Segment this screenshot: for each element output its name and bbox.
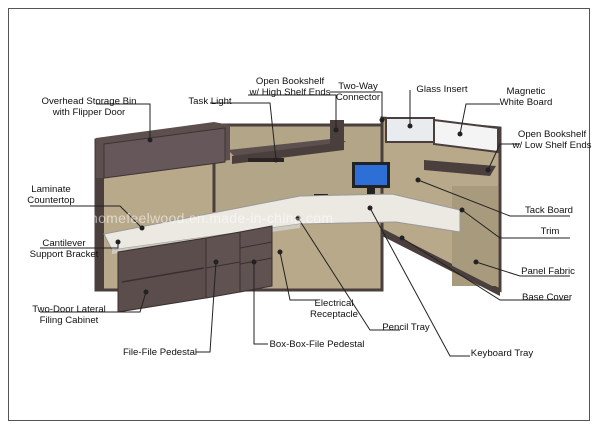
label-two-way-connector: Two-Way Connector [335,81,381,103]
label-panel-fabric: Panel Fabric [521,266,575,277]
label-electrical-receptacle: Electrical Receptacle [310,298,358,320]
label-glass-insert: Glass Insert [416,84,468,95]
label-trim: Trim [540,226,560,237]
label-pencil-tray: Pencil Tray [382,322,430,333]
label-laminate-countertop: Laminate Countertop [27,184,75,206]
label-two-door-lateral-filing-cabinet: Two-Door Lateral Filing Cabinet [32,304,106,326]
leader-dots [115,117,491,295]
label-base-cover: Base Cover [521,292,573,303]
overhead-storage-bin [96,122,230,179]
label-magnetic-white-board: Magnetic White Board [499,86,553,108]
label-open-bookshelf-low: Open Bookshelf w/ Low Shelf Ends [512,129,592,151]
label-keyboard-tray: Keyboard Tray [470,348,534,359]
watermark: homefeelwood.en.made-in-china.com [90,210,334,226]
label-open-bookshelf-high: Open Bookshelf w/ High Shelf Ends [249,76,331,98]
label-file-file-pedestal: File-File Pedestal [122,347,198,358]
task-light [248,158,284,162]
label-task-light: Task Light [188,96,232,107]
leader-lines [30,90,570,357]
label-overhead-storage-bin: Overhead Storage Bin with Flipper Door [41,96,137,118]
label-box-box-file-pedestal: Box-Box-File Pedestal [269,339,365,350]
label-cantilever-support-bracket: Cantilever Support Bracket [29,238,99,260]
label-tack-board: Tack Board [525,205,573,216]
